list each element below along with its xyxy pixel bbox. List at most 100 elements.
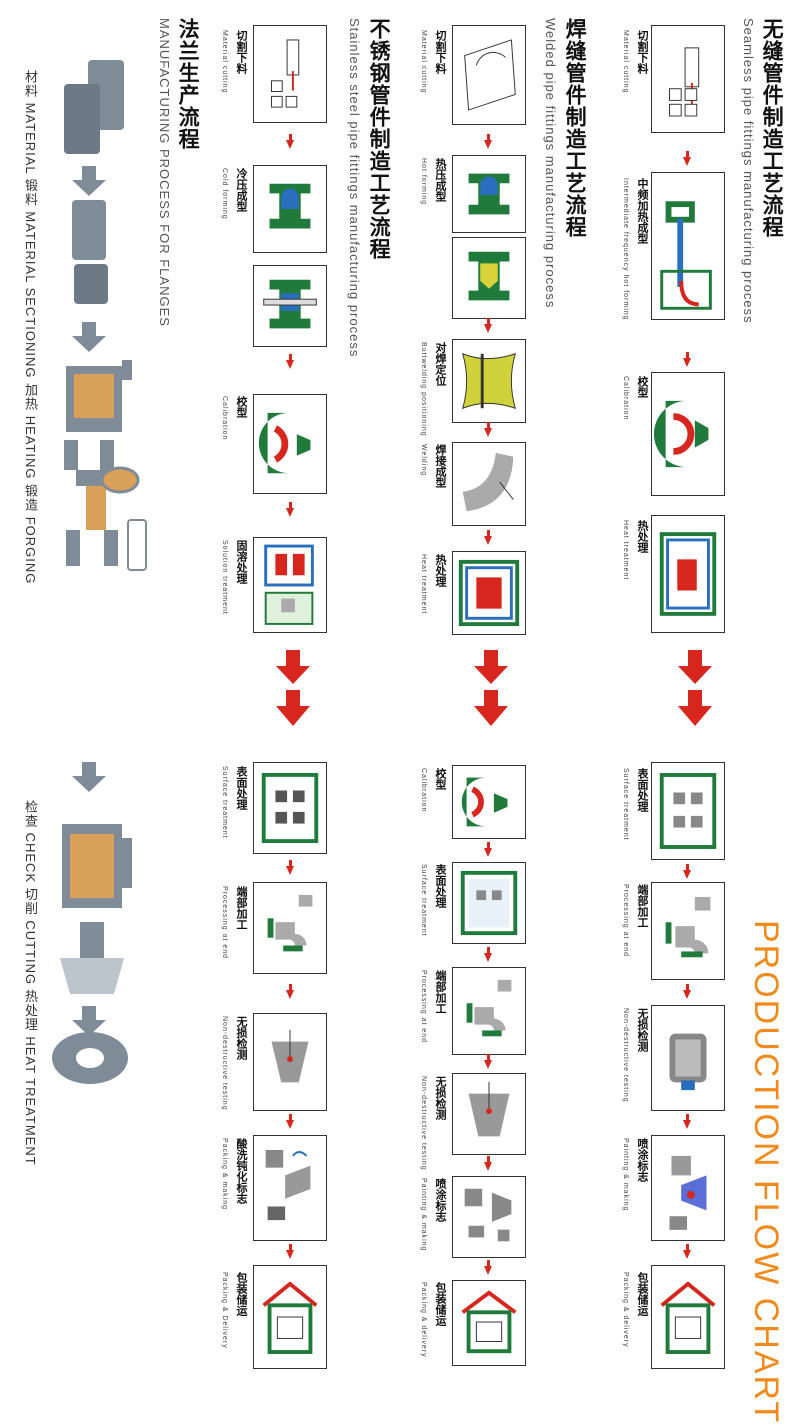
stainless-label-en-2: Cold forming [221, 168, 228, 220]
flange-lower-illustration [52, 762, 132, 1084]
seamless-step-ndt [651, 1005, 725, 1111]
stainless-label-cn-9: 包装储运 [235, 1272, 248, 1316]
calibration-icon [461, 777, 508, 827]
welded-label-en-7: Surface treatment [420, 864, 427, 937]
seamless-step-painting [651, 1135, 725, 1241]
seamless-step-calibration [651, 372, 725, 496]
stainless-step-surface-treatment [253, 762, 327, 854]
welded-label-en-2: Hot forming [420, 158, 427, 206]
seamless-label-cn-4: 热处理 [636, 520, 649, 553]
arrow-down-icon [72, 762, 106, 792]
seamless-label-cn-2: 中频加热成型 [636, 178, 649, 244]
elbow-icon [462, 452, 514, 512]
end-processing-icon [267, 894, 313, 952]
welded-step-packing [452, 1280, 526, 1366]
stainless-title-cn: 不锈钢管件制造工艺流程 [367, 18, 392, 260]
welded-label-cn-2: 热压成型 [434, 158, 447, 202]
arrow-down [683, 1114, 691, 1129]
seamless-label-cn-5: 表面处理 [636, 768, 649, 812]
arrow-down-icon [72, 322, 106, 352]
press-die-icon [468, 173, 510, 215]
flange-lower-labels: 检查 CHECK 切削 CUTTING 热处理 HEAT TREATMENT [22, 800, 38, 1166]
pickling-icon [265, 1150, 311, 1221]
press-die-icon [468, 251, 510, 301]
ndt-icon [271, 1029, 309, 1083]
seamless-step-hot-forming [651, 172, 725, 320]
welded-step-surface-treatment [452, 862, 526, 944]
seamless-label-en-3: Calibration [622, 376, 629, 421]
stainless-step-pickling [253, 1135, 327, 1241]
seamless-label-en-9: Packing & delivery [622, 1272, 629, 1348]
arrow-down [286, 502, 294, 517]
welded-step-hot-forming [452, 155, 526, 233]
welded-label-cn-7: 表面处理 [434, 864, 447, 908]
welded-label-cn-5: 热处理 [434, 554, 447, 587]
arrow-down-icon [72, 166, 106, 196]
arrow-down [286, 134, 294, 149]
welded-step-calibration [452, 765, 526, 839]
arrow-down [683, 864, 691, 879]
end-processing-icon [665, 896, 711, 958]
stainless-label-cn-6: 端部加工 [235, 886, 248, 930]
arrow-down [484, 1054, 492, 1069]
arrow-down [286, 354, 294, 369]
stainless-label-en-8: Packing & making [221, 1138, 228, 1211]
seamless-step-surface-treatment [651, 762, 725, 860]
seamless-label-en-8: Painting & making [622, 1138, 629, 1212]
stainless-step-packing [253, 1265, 327, 1369]
seamless-step-end-processing [651, 882, 725, 980]
arrow-down [683, 151, 691, 166]
cutting-icon [271, 39, 300, 108]
stainless-label-cn-3: 校型 [235, 396, 248, 418]
seamless-label-cn-8: 喷涂标志 [636, 1138, 649, 1182]
welded-title-en: Welded pipe fittings manufacturing proce… [542, 18, 558, 309]
arrow-down [484, 318, 492, 333]
ndt-icon [669, 1033, 707, 1091]
flange-upper-labels: 材料 MATERIAL 锻料 MATERIAL SECTIONING 加热 HE… [22, 70, 38, 585]
painting-icon [669, 1155, 707, 1230]
calibration-icon [258, 412, 311, 474]
painting-icon [464, 1188, 512, 1242]
arrow-down [484, 842, 492, 857]
forging-press-icon [64, 440, 147, 571]
arrow-down [286, 984, 294, 999]
seamless-step-heat-treatment [651, 515, 725, 633]
cutting-icon [669, 47, 700, 117]
furnace-icon [659, 532, 717, 616]
seamless-label-en-7: Non-destructive testing [622, 1008, 629, 1103]
stainless-label-cn-2: 冷压成型 [235, 168, 248, 212]
arrow-down [484, 1260, 492, 1275]
seamless-label-cn-1: 切割下料 [636, 30, 649, 74]
stainless-label-en-4: Solution treatment [221, 540, 228, 615]
arrow-down [286, 1114, 294, 1129]
stainless-label-en-3: Calibration [221, 396, 228, 441]
warehouse-icon [461, 1290, 517, 1354]
surface-treatment-icon [659, 773, 717, 849]
arrow-down [484, 1156, 492, 1171]
induction-forming-icon [660, 201, 712, 310]
arrow-down [484, 134, 492, 149]
stainless-step-calibration [253, 394, 327, 494]
seamless-label-en-5: Surface treatment [622, 768, 629, 841]
stainless-step-material-cutting [253, 25, 327, 123]
stainless-label-en-1: Material cutting [221, 30, 228, 94]
seamless-label-cn-3: 校型 [636, 376, 649, 398]
seamless-label-en-1: Material cutting [622, 30, 629, 94]
seamless-label-en-2: Intermediate frequency hot forming [622, 178, 629, 321]
arrow-down [484, 422, 492, 437]
welded-step-hot-forming-2 [452, 237, 526, 319]
stainless-label-en-9: Packing & Delivery [221, 1272, 228, 1349]
welded-step-ndt [452, 1073, 526, 1155]
ndt-icon [468, 1081, 510, 1137]
warehouse-icon [660, 1281, 716, 1354]
arrow-down-icon [72, 1006, 106, 1036]
welded-label-en-8: Processing at end [420, 970, 427, 1044]
welded-step-welding [452, 442, 526, 526]
arrow-down [683, 1244, 691, 1259]
arrow-down [683, 984, 691, 999]
seamless-label-cn-7: 无损检测 [636, 1008, 649, 1052]
stainless-label-cn-7: 无损检测 [235, 1016, 248, 1060]
flange-title-en: MANUFACTURING PROCESS FOR FLANGES [156, 18, 172, 327]
welded-label-en-6: Calibration [420, 768, 427, 813]
welded-step-end-processing [452, 967, 526, 1055]
